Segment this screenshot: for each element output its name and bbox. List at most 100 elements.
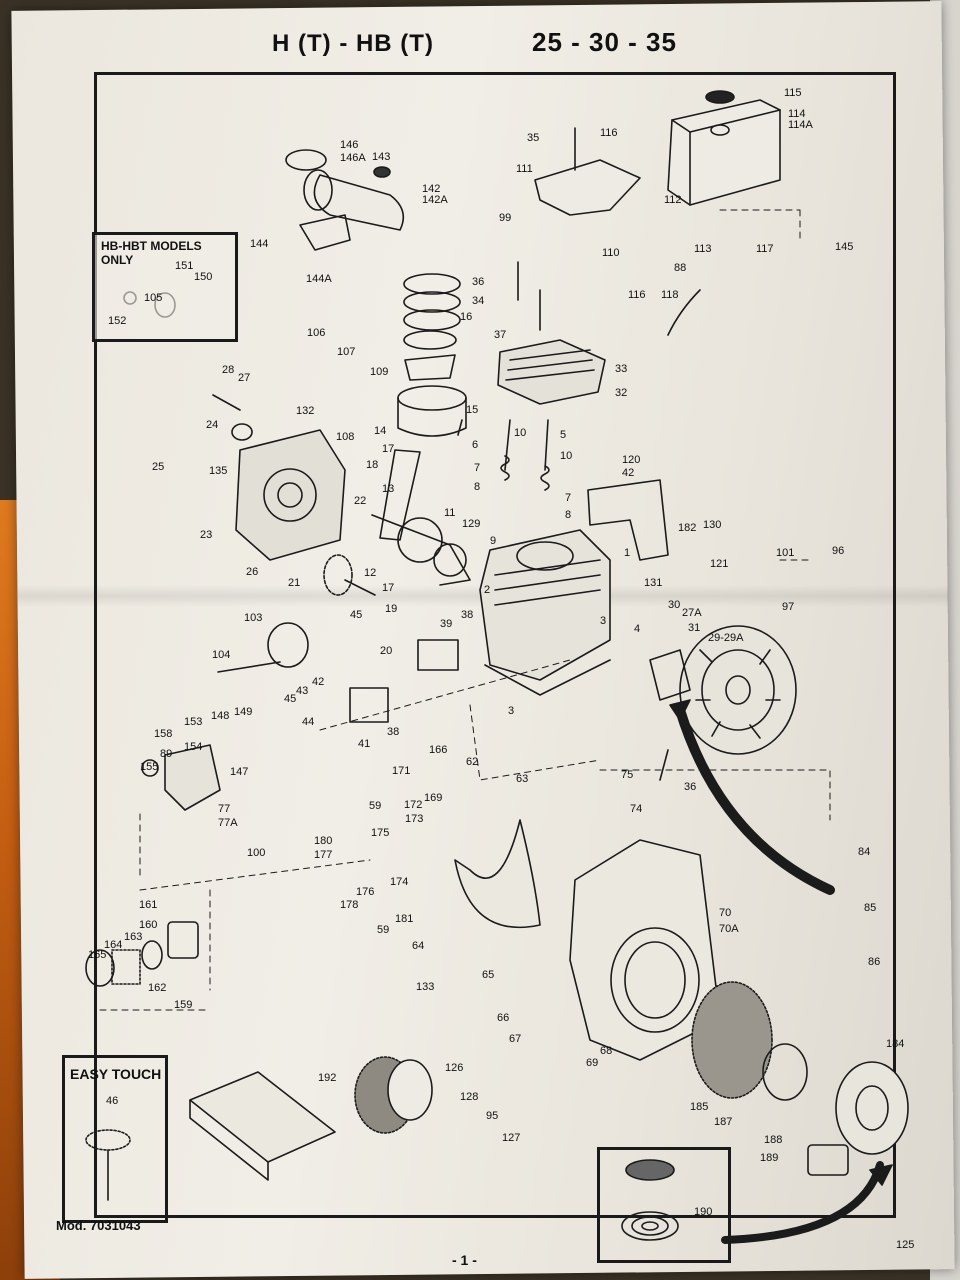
piston-rings-part [403, 273, 461, 381]
part-number-label: 150 [194, 271, 213, 283]
part-number-label: 14 [374, 425, 387, 437]
part-number-label: 100 [247, 847, 266, 859]
part-number-label: 4 [634, 623, 641, 635]
camshaft-part [267, 622, 309, 668]
part-number-label: 106 [307, 327, 326, 339]
part-number-label: 189 [760, 1152, 779, 1164]
easy-touch-box: EASY TOUCH [62, 1055, 168, 1223]
part-number-label: 17 [382, 582, 395, 594]
part-number-label: 38 [461, 609, 474, 621]
part-number-label: 133 [416, 981, 435, 993]
part-number-label: 110 [602, 247, 620, 259]
starter-cup-part [762, 1043, 808, 1101]
starter-spring-box [597, 1147, 731, 1263]
part-number-label: 21 [288, 577, 301, 589]
part-number-label: 97 [782, 601, 795, 613]
part-number-label: 178 [340, 899, 359, 911]
ignition-coil-part [649, 649, 691, 701]
part-number-label: 142 [422, 183, 441, 195]
part-number-label: 105 [144, 292, 163, 304]
part-number-label: 185 [690, 1101, 709, 1113]
part-number-label: 45 [350, 609, 363, 621]
assembly-arrow [675, 705, 835, 895]
crankshaft-part [371, 514, 471, 586]
part-number-label: 84 [858, 846, 871, 858]
part-number-label: 85 [864, 902, 877, 914]
valve-cover-part [417, 639, 459, 671]
part-number-label: 165 [88, 949, 107, 961]
model-title: H (T) - HB (T) [272, 30, 434, 57]
part-number-label: 158 [154, 728, 173, 740]
part-number-label: 8 [565, 509, 572, 521]
part-number-label: 161 [139, 899, 158, 911]
part-number-label: 63 [516, 773, 529, 785]
part-number-label: 45 [284, 693, 297, 705]
part-number-label: 132 [296, 405, 315, 417]
part-number-label: 7 [474, 462, 481, 474]
part-number-label: 99 [499, 212, 512, 224]
part-number-label: 107 [337, 346, 356, 358]
part-number-label: 44 [302, 716, 315, 728]
part-number-label: 144 [250, 238, 269, 250]
part-number-label: 77A [218, 817, 238, 829]
part-number-label: 135 [209, 465, 228, 477]
part-number-label: 69 [586, 1057, 599, 1069]
part-number-label: 151 [175, 260, 194, 272]
part-number-label: 59 [369, 800, 382, 812]
part-number-label: 68 [600, 1045, 613, 1057]
part-number-label: 3 [600, 615, 607, 627]
part-number-label: 149 [234, 706, 253, 718]
part-number-label: 88 [674, 262, 687, 274]
starter-spring-part [621, 1159, 679, 1241]
part-number-label: 190 [694, 1206, 713, 1218]
part-number-label: 9 [490, 535, 497, 547]
carburetor-part [141, 744, 221, 811]
part-number-label: 109 [370, 366, 389, 378]
part-number-label: 24 [206, 419, 219, 431]
part-number-label: 28 [222, 364, 235, 376]
part-number-label: 96 [832, 545, 845, 557]
part-number-label: 143 [372, 151, 391, 163]
part-number-label: 2 [484, 584, 491, 596]
part-number-label: 147 [230, 766, 249, 778]
part-number-label: 10 [560, 450, 573, 462]
part-number-label: 113 [694, 243, 712, 255]
part-number-label: 25 [152, 461, 165, 473]
part-number-label: 86 [868, 956, 881, 968]
part-number-label: 70 [719, 907, 732, 919]
valve-cover-part [349, 687, 389, 723]
part-number-label: 162 [148, 982, 167, 994]
part-number-label: 115 [784, 87, 802, 99]
part-number-label: 192 [318, 1072, 337, 1084]
part-number-label: 111 [516, 163, 533, 175]
crankcase-cover-part [231, 423, 346, 561]
part-number-label: 33 [615, 363, 628, 375]
part-number-label: 160 [139, 919, 158, 931]
part-number-label: 116 [600, 127, 618, 139]
part-number-label: 77 [218, 803, 231, 815]
cylinder-block-part [479, 529, 611, 696]
recoil-starter-part [807, 1061, 909, 1176]
part-number-label: 46 [106, 1095, 119, 1107]
part-number-label: 42 [622, 467, 635, 479]
part-number-label: 16 [460, 311, 473, 323]
part-number-label: 152 [108, 315, 127, 327]
part-number-label: 142A [422, 194, 448, 206]
part-number-label: 187 [714, 1116, 733, 1128]
grass-screen-part [691, 981, 773, 1099]
part-number-label: 26 [246, 566, 259, 578]
pulley-part [354, 1056, 433, 1134]
part-number-label: 66 [497, 1012, 510, 1024]
diagram-frame [94, 72, 896, 1218]
part-number-label: 20 [380, 645, 393, 657]
part-number-label: 148 [211, 710, 230, 722]
part-number-label: 126 [445, 1062, 464, 1074]
part-number-label: 42 [312, 676, 325, 688]
part-number-label: 22 [354, 495, 367, 507]
part-number-label: 145 [835, 241, 854, 253]
part-number-label: 169 [424, 792, 443, 804]
part-number-label: 23 [200, 529, 213, 541]
part-number-label: 10 [514, 427, 527, 439]
cylinder-head-part [497, 339, 606, 405]
